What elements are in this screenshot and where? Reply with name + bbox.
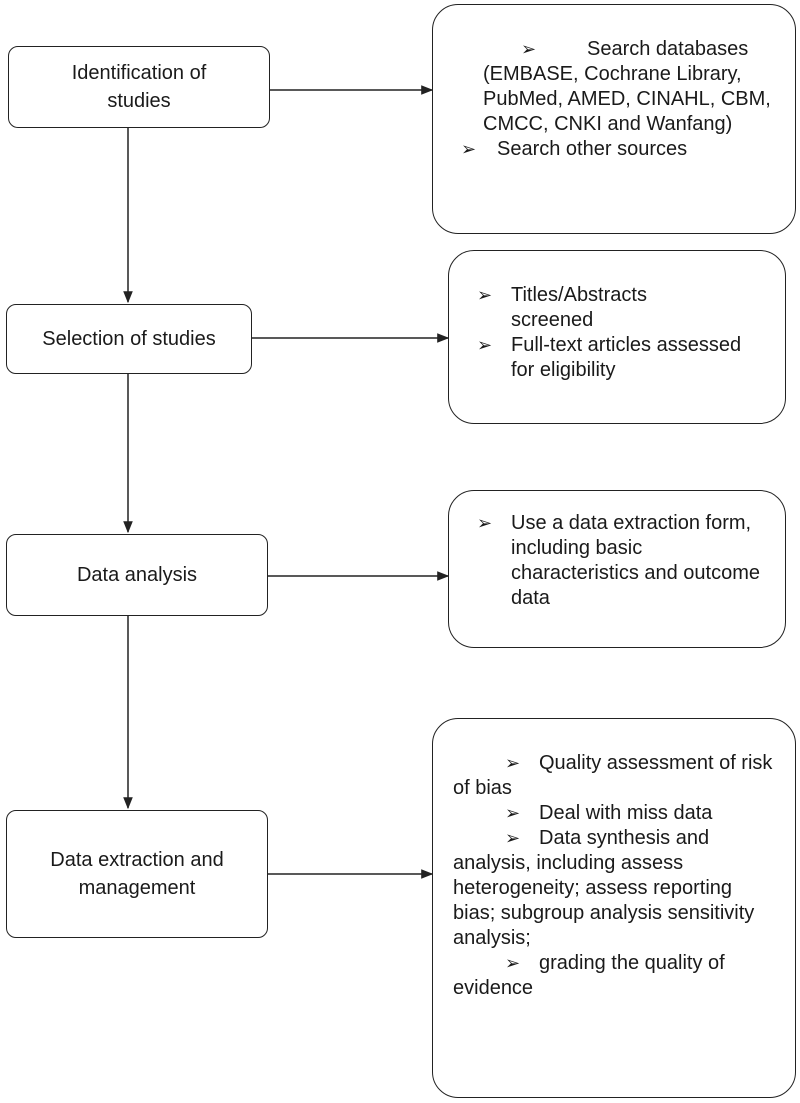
list-item: ➢ Quality assessment of risk of bias bbox=[453, 751, 779, 801]
arrow-bullet-icon: ➢ bbox=[477, 335, 493, 355]
list-item-text: grading the quality of evidence bbox=[453, 952, 725, 999]
step-data-analysis-box: Data analysis bbox=[6, 534, 268, 616]
step-data-extraction-box: Data extraction and management bbox=[6, 810, 268, 938]
list-item: ➢ Data synthesis and analysis, including… bbox=[453, 826, 779, 951]
note-selection-list: ➢ Titles/Abstracts screened ➢ Full-text … bbox=[471, 283, 769, 383]
note-data-extraction-box: ➢ Quality assessment of risk of bias ➢ D… bbox=[432, 718, 796, 1098]
step-data-analysis-label: Data analysis bbox=[76, 564, 198, 586]
note-data-analysis-box: ➢ Use a data extraction form, including … bbox=[448, 490, 786, 648]
note-data-analysis-list: ➢ Use a data extraction form, including … bbox=[471, 511, 771, 611]
step-data-extraction-label: Data extraction and management bbox=[50, 849, 224, 899]
note-selection-box: ➢ Titles/Abstracts screened ➢ Full-text … bbox=[448, 250, 786, 424]
arrow-bullet-icon: ➢ bbox=[505, 803, 521, 823]
list-item-text: Search other sources bbox=[497, 138, 688, 160]
list-item-text: Search databases (EMBASE, Cochrane Libra… bbox=[483, 38, 771, 135]
arrow-bullet-icon: ➢ bbox=[461, 139, 477, 159]
list-item-text: Full-text articles assessed for eligibil… bbox=[511, 334, 742, 381]
list-item-text: Quality assessment of risk of bias bbox=[453, 752, 773, 799]
list-item-text: Deal with miss data bbox=[539, 802, 713, 824]
list-item: ➢ Search other sources bbox=[455, 137, 775, 162]
arrow-bullet-icon: ➢ bbox=[505, 828, 521, 848]
step-selection-box: Selection of studies bbox=[6, 304, 252, 374]
arrow-bullet-icon: ➢ bbox=[505, 953, 521, 973]
step-identification-box: Identification of studies bbox=[8, 46, 270, 128]
list-item: ➢ Deal with miss data bbox=[453, 801, 779, 826]
step-identification-label: Identification of studies bbox=[71, 62, 207, 112]
list-item: ➢ Titles/Abstracts screened bbox=[471, 283, 769, 333]
list-item: ➢ Full-text articles assessed for eligib… bbox=[471, 333, 769, 383]
arrow-bullet-icon: ➢ bbox=[477, 285, 493, 305]
arrow-bullet-icon: ➢ bbox=[521, 39, 537, 59]
note-identification-box: ➢ Search databases (EMBASE, Cochrane Lib… bbox=[432, 4, 796, 234]
list-item-text: Titles/Abstracts screened bbox=[511, 284, 647, 331]
list-item: ➢ Search databases (EMBASE, Cochrane Lib… bbox=[455, 37, 775, 137]
list-item-text: Data synthesis and analysis, including a… bbox=[453, 827, 755, 949]
step-selection-label: Selection of studies bbox=[42, 328, 216, 350]
note-identification-list: ➢ Search databases (EMBASE, Cochrane Lib… bbox=[455, 37, 775, 162]
list-item: ➢ Use a data extraction form, including … bbox=[471, 511, 771, 611]
arrow-bullet-icon: ➢ bbox=[505, 753, 521, 773]
list-item: ➢ grading the quality of evidence bbox=[453, 951, 779, 1001]
note-data-extraction-list: ➢ Quality assessment of risk of bias ➢ D… bbox=[453, 751, 779, 1001]
arrow-bullet-icon: ➢ bbox=[477, 513, 493, 533]
list-item-text: Use a data extraction form, including ba… bbox=[511, 512, 761, 609]
